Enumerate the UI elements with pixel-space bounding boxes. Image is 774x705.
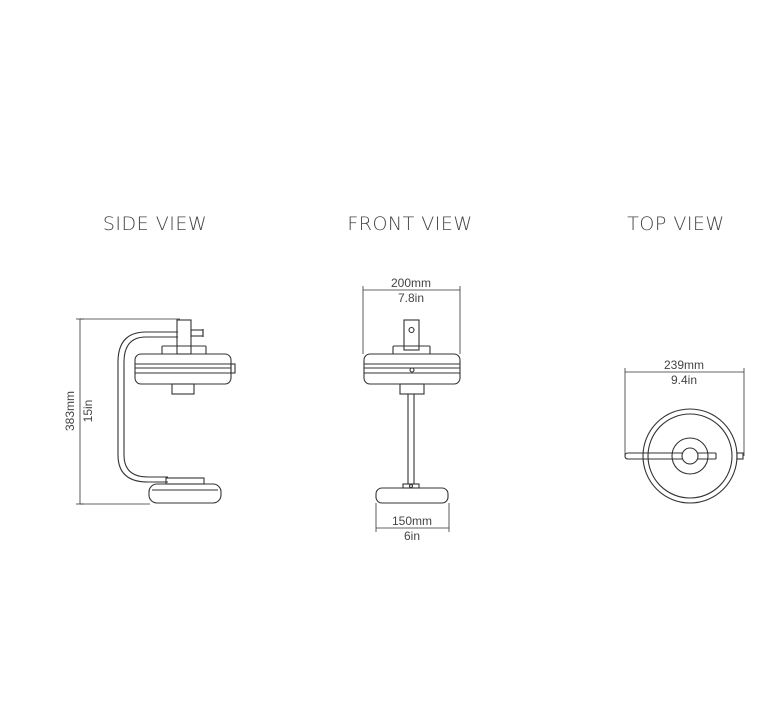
top-diameter-in-label: 9.4in: [671, 373, 697, 387]
top-diameter-mm-label: 239mm: [664, 358, 704, 372]
side-height-in-label: 15in: [81, 400, 95, 423]
front-base-width-dimension: [375, 503, 450, 532]
front-shade-width-in-label: 7.8in: [398, 291, 424, 305]
front-shade-width-mm-label: 200mm: [391, 276, 431, 290]
top-lamp-drawing: [624, 408, 744, 504]
side-view-title: SIDE VIEW: [103, 213, 207, 235]
front-view: FRONT VIEW 200mm 7.8in: [347, 213, 472, 543]
top-view-title: TOP VIEW: [627, 213, 724, 235]
front-view-title: FRONT VIEW: [347, 213, 472, 235]
top-diameter-dimension: [624, 368, 745, 456]
front-base-width-mm-label: 150mm: [392, 514, 432, 528]
front-lamp-drawing: [363, 319, 461, 504]
front-base-width-in-label: 6in: [404, 529, 420, 543]
side-height-dimension: [76, 318, 180, 505]
top-view: TOP VIEW 239mm 9.4in: [624, 213, 745, 504]
front-shade-width-dimension: [362, 286, 461, 354]
side-lamp-drawing: [117, 319, 236, 504]
side-view: SIDE VIEW 383mm 15in: [63, 213, 236, 505]
side-height-mm-label: 383mm: [63, 391, 77, 431]
